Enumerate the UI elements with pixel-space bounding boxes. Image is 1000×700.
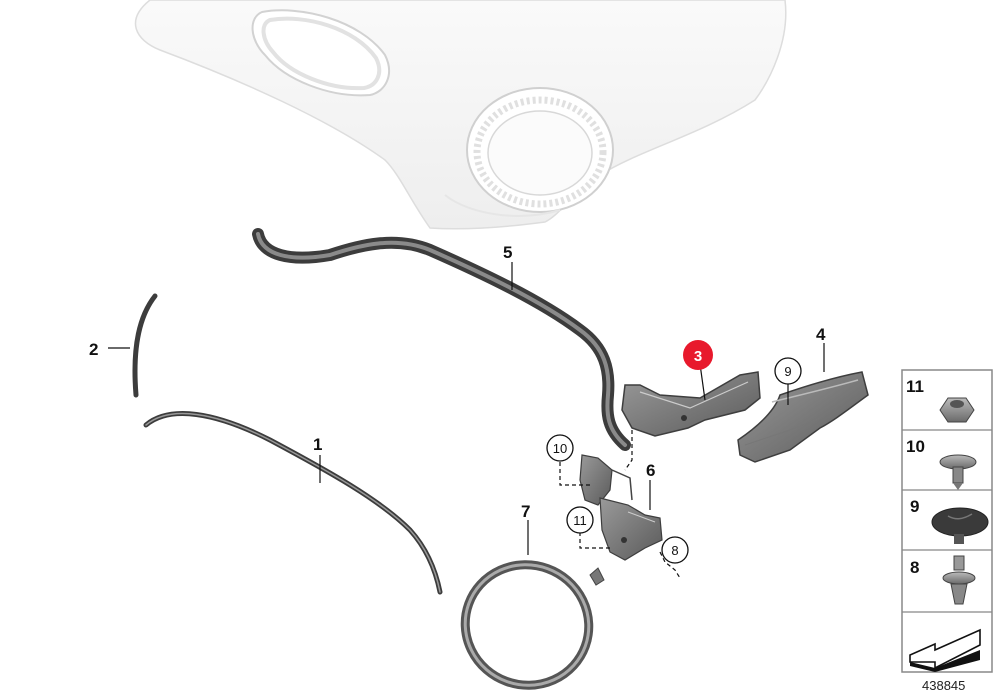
callout-1: 1: [313, 435, 322, 454]
diagram-reference-number: 438845: [922, 678, 965, 693]
part-5-seal: [252, 228, 631, 451]
hex-nut-icon: [939, 397, 975, 423]
legend-number-11: 11: [906, 377, 924, 396]
hood-outline: [134, 0, 787, 230]
circle-callout-9: 9: [774, 357, 802, 385]
circle-callout-11: 11: [566, 506, 594, 534]
part-3-bracket: [621, 371, 761, 437]
highlight-callout-3[interactable]: 3: [683, 340, 713, 370]
grommet-plug-icon: [931, 507, 989, 544]
legend-number-9: 9: [910, 497, 919, 516]
legend-number-10: 10: [906, 437, 925, 456]
leader-lines: [108, 262, 825, 579]
circle-callout-10-label: 10: [553, 441, 567, 456]
callout-4: 4: [816, 325, 826, 344]
callout-5: 5: [503, 243, 512, 262]
part-7-ring-seal: [460, 560, 605, 690]
part-1-seal: [143, 411, 443, 595]
screw-icon: [939, 454, 977, 490]
legend-number-8: 8: [910, 558, 919, 577]
circle-callout-8: 8: [661, 536, 689, 564]
part-2-seal: [132, 293, 158, 398]
callout-3: 3: [694, 348, 702, 365]
callout-7: 7: [521, 502, 530, 521]
circle-callout-8-label: 8: [671, 543, 678, 558]
push-clip-icon: [942, 555, 976, 605]
callout-6: 6: [646, 461, 655, 480]
circle-callout-11-label: 11: [573, 513, 587, 528]
fastener-legend: 11 10 9 8: [901, 369, 993, 673]
circle-callout-10: 10: [546, 434, 574, 462]
part-6-bracket: [579, 454, 663, 561]
direction-arrow-icon: [909, 628, 981, 672]
circle-callout-9-label: 9: [784, 364, 791, 379]
part-4-cover: [737, 371, 869, 463]
callout-2: 2: [89, 340, 98, 359]
